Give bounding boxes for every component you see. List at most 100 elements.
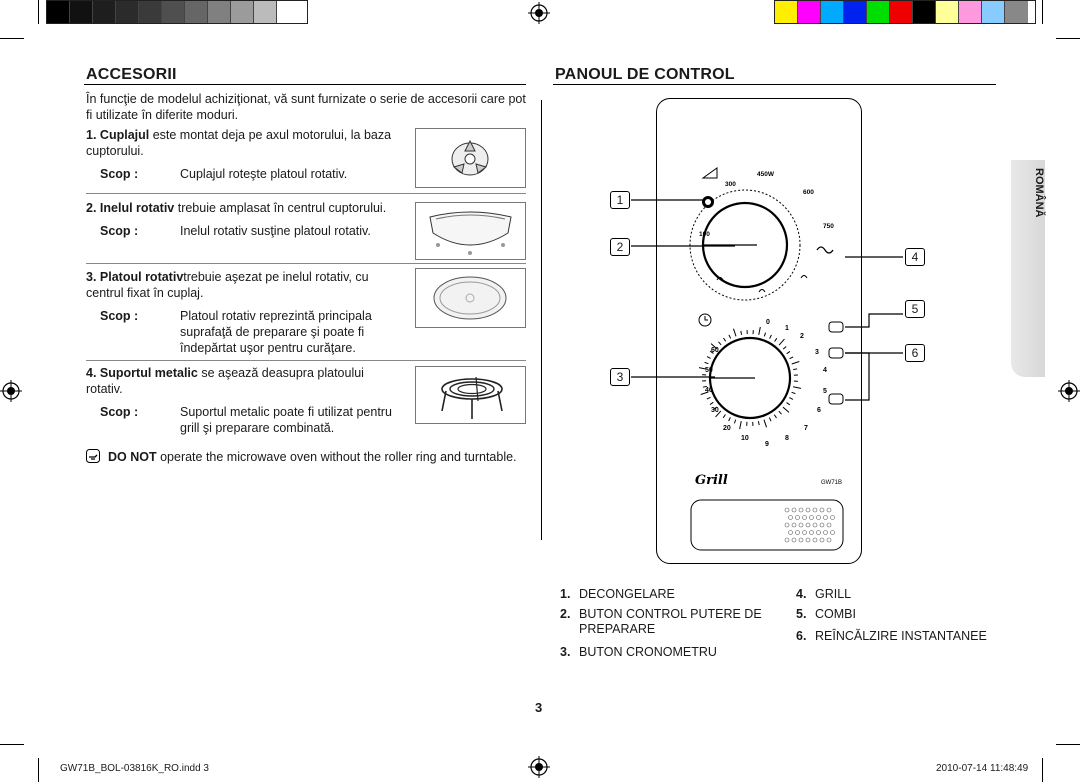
- scope-label: Scop :: [100, 167, 139, 181]
- color-swatch: [208, 1, 231, 23]
- timer-tick: [702, 385, 707, 388]
- registration-mark-icon: [528, 2, 550, 24]
- color-swatch: [867, 1, 890, 23]
- column-divider: [541, 100, 542, 540]
- color-swatch: [1005, 1, 1028, 23]
- clock-icon: [698, 313, 712, 327]
- accessory-name: Cuplajul: [99, 128, 150, 142]
- grille-hole: [798, 507, 804, 513]
- grille-hole: [819, 507, 825, 513]
- timer-tick: [718, 341, 722, 346]
- reheat-icon-2: [828, 347, 844, 359]
- grille-hole: [802, 530, 807, 535]
- timer-tick: [700, 391, 709, 396]
- accessory-text: este montat deja pe axul motorului, la b…: [86, 128, 392, 158]
- control-panel-drawing: [656, 98, 862, 564]
- legend-item-2: 2.BUTON CONTROL PUTERE DE PREPARARE: [560, 607, 785, 637]
- page-number: 3: [535, 700, 543, 715]
- title-rule: [84, 84, 526, 85]
- color-swatch: [231, 1, 254, 23]
- legend-item-1: 1.DECONGELARE: [560, 587, 780, 602]
- grille-hole: [826, 537, 832, 543]
- timer-tick: [706, 396, 711, 400]
- color-swatch: [959, 1, 982, 23]
- legend-item-5: 5.COMBI: [796, 607, 1016, 622]
- accessory-2-scope: Scop :Inelul rotativ susţine platoul rot…: [100, 223, 410, 239]
- dial-label: 8: [785, 435, 789, 442]
- language-tab: [1011, 160, 1045, 377]
- dial-label: 100: [699, 231, 710, 238]
- color-swatch: [775, 1, 798, 23]
- hand-pointer-icon: [86, 449, 100, 463]
- process-color-bar: [774, 0, 1036, 24]
- item-number: 3.: [86, 270, 97, 284]
- dial-label: 450W: [757, 171, 775, 178]
- legend-label: GRILL: [815, 587, 852, 601]
- dial-label: 750: [823, 223, 834, 230]
- accessory-name: Inelul rotativ: [99, 201, 175, 215]
- legend-number: 2.: [560, 607, 571, 621]
- accessory-3-scope: Scop :Platoul rotativ reprezintă princip…: [100, 308, 400, 356]
- grille-hole: [826, 522, 832, 528]
- crop-mark: [38, 758, 39, 782]
- legend-item-4: 4. GRILL: [796, 587, 1016, 602]
- grille-hole: [802, 515, 807, 520]
- callout-5: 5: [905, 300, 925, 318]
- timer-tick: [732, 328, 737, 337]
- dial-label: 0: [766, 319, 770, 326]
- timer-tick: [789, 356, 794, 360]
- roller-ring-image-box: [415, 202, 526, 260]
- accessory-name: Platoul rotativ: [99, 270, 184, 284]
- legend-label: REÎNCĂLZIRE INSTANTANEE: [815, 629, 987, 643]
- dial-label: 3: [815, 349, 819, 356]
- footer-date: 2010-07-14: [936, 763, 988, 774]
- grille-hole: [819, 537, 825, 543]
- dial-label: 600: [803, 189, 814, 196]
- grille-hole: [816, 530, 821, 535]
- speaker-grille: [690, 499, 844, 551]
- grille-hole: [788, 515, 793, 520]
- item-number: 4.: [86, 366, 97, 380]
- crop-mark: [0, 744, 24, 745]
- callout-1: 1: [610, 191, 630, 209]
- grille-hole: [809, 515, 814, 520]
- timer-tick: [758, 326, 761, 335]
- warning-note: DO NOT operate the microwave oven withou…: [108, 449, 518, 465]
- color-swatch: [162, 1, 185, 23]
- timer-tick: [740, 330, 743, 335]
- grille-hole: [795, 530, 800, 535]
- item-divider: [86, 193, 526, 194]
- dial-label: 40: [705, 387, 713, 394]
- grille-hole: [798, 522, 804, 528]
- timer-tick: [793, 368, 798, 371]
- power-level-triangle-icon: [701, 167, 718, 179]
- accessories-title: ACCESORII: [86, 66, 177, 83]
- timer-tick: [789, 397, 794, 400]
- coupler-image-box: [415, 128, 526, 188]
- accessory-4-description: 4. Suportul metalic se aşează deasupra p…: [86, 365, 396, 397]
- accessory-4-scope: Scop :Suportul metalic poate fi utilizat…: [100, 404, 410, 436]
- timer-tick: [728, 417, 731, 422]
- metal-rack-icon: [441, 376, 503, 419]
- legend-label: BUTON CRONOMETRU: [579, 645, 717, 659]
- timer-tick: [709, 350, 714, 354]
- dial-label: 2: [800, 333, 804, 340]
- callout-lines: [631, 199, 903, 401]
- timer-tick: [733, 419, 737, 424]
- scope-label: Scop :: [100, 224, 139, 238]
- timer-tick: [698, 367, 707, 370]
- crop-mark: [1056, 38, 1080, 39]
- dial-label: 60: [711, 347, 719, 354]
- grille-hole: [784, 522, 790, 528]
- registration-mark-icon: [0, 380, 22, 402]
- language-tab-label: ROMÂNĂ: [1033, 168, 1045, 218]
- dial-label: 5: [823, 388, 827, 395]
- accessory-name: Suportul metalic: [99, 366, 198, 380]
- scope-text: Platoul rotativ reprezintă principala su…: [180, 309, 372, 355]
- brand-logo: Grill: [695, 473, 728, 488]
- color-swatch: [913, 1, 936, 23]
- legend-number: 4.: [796, 587, 807, 601]
